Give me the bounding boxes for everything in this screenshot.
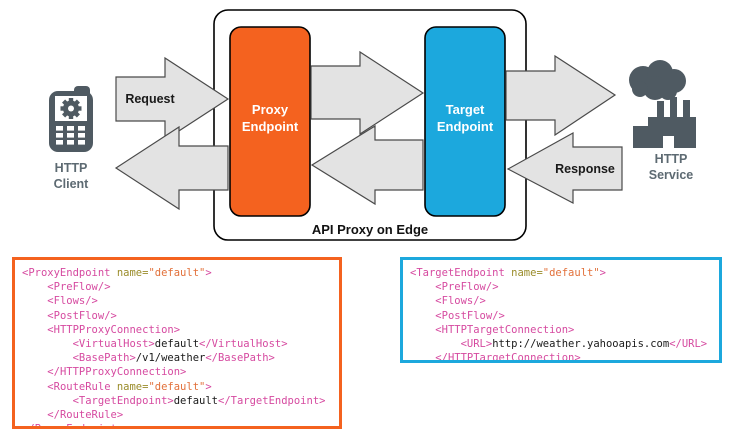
gear-icon <box>60 98 82 119</box>
code-token-tag: <PostFlow/> <box>435 309 505 322</box>
code-token-tag: <URL> <box>460 337 493 350</box>
code-token-tag: <PreFlow/> <box>435 281 499 294</box>
proxy-endpoint-label-line1: Proxy <box>252 102 289 117</box>
code-token-text <box>410 295 435 307</box>
code-token-tag: <TargetEndpoint> <box>72 394 174 407</box>
code-token-tag: > <box>599 267 606 279</box>
code-token-tag: > <box>205 267 212 279</box>
code-line: </RouteRule> <box>22 408 331 422</box>
code-token-text <box>410 352 435 360</box>
client-response-arrow <box>114 125 229 211</box>
code-token-text <box>410 281 435 293</box>
code-token-text <box>410 338 461 350</box>
target-endpoint-code-block: <TargetEndpoint name="default"> <PreFlow… <box>400 257 722 363</box>
code-token-tag: </HTTPProxyConnection> <box>47 366 187 379</box>
http-service-caption-line2: Service <box>649 168 694 182</box>
architecture-diagram: Request Proxy Endpoint Target Endpoint R… <box>49 9 696 241</box>
api-proxy-container-label: API Proxy on Edge <box>312 222 428 237</box>
code-token-text <box>410 310 435 322</box>
code-token-text <box>22 381 47 393</box>
code-token-text: default <box>154 337 200 350</box>
code-token-tag: </URL> <box>669 337 708 350</box>
code-line: </HTTPTargetConnection> <box>410 351 711 363</box>
target-to-proxy-arrow <box>310 124 424 206</box>
code-token-text <box>22 281 47 293</box>
proxy-endpoint-node: Proxy Endpoint <box>229 26 311 217</box>
code-token-tag: <RouteRule <box>47 380 117 393</box>
target-endpoint-label-line1: Target <box>446 102 485 117</box>
code-token-attr: name= <box>511 267 543 279</box>
proxy-to-target-arrow <box>310 50 425 136</box>
target-endpoint-label-line2: Endpoint <box>437 119 494 134</box>
code-line: <ProxyEndpoint name="default"> <box>22 266 331 280</box>
code-token-val: "default" <box>148 267 206 279</box>
code-token-text <box>22 295 47 307</box>
code-line: <TargetEndpoint name="default"> <box>410 266 711 280</box>
code-token-tag: </BasePath> <box>205 352 275 365</box>
http-client-caption-line2: Client <box>54 177 90 191</box>
code-line: <Flows/> <box>410 294 711 308</box>
code-token-text <box>410 324 435 336</box>
code-line: <HTTPTargetConnection> <box>410 323 711 337</box>
code-line: <PreFlow/> <box>22 280 331 294</box>
code-token-tag: <TargetEndpoint <box>410 267 512 279</box>
proxy-endpoint-label-line2: Endpoint <box>242 119 299 134</box>
code-token-tag: </HTTPTargetConnection> <box>435 352 581 363</box>
response-arrow: Response <box>506 131 623 204</box>
code-token-tag: <PostFlow/> <box>47 309 117 322</box>
code-token-text <box>22 324 47 336</box>
code-token-tag: <VirtualHost> <box>72 337 155 350</box>
code-token-tag: <PreFlow/> <box>47 281 111 294</box>
http-client-icon <box>49 86 93 152</box>
code-line: <URL>http://weather.yahooapis.com</URL> <box>410 337 711 351</box>
http-client-caption-line1: HTTP <box>55 161 88 175</box>
code-line: <RouteRule name="default"> <box>22 380 331 394</box>
code-token-tag: <HTTPTargetConnection> <box>435 323 575 336</box>
code-token-tag: </RouteRule> <box>47 408 124 421</box>
code-line: <PreFlow/> <box>410 280 711 294</box>
http-service-caption-line1: HTTP <box>655 152 688 166</box>
code-token-tag: <Flows/> <box>435 295 486 308</box>
code-token-tag: <Flows/> <box>47 295 98 308</box>
code-token-tag: <HTTPProxyConnection> <box>47 323 181 336</box>
code-token-val: "default" <box>148 380 206 393</box>
code-token-attr: name= <box>116 267 149 279</box>
code-token-text <box>22 352 73 364</box>
code-line: <PostFlow/> <box>22 309 331 323</box>
code-token-text: http://weather.yahooapis.com <box>492 337 670 350</box>
code-token-text <box>22 409 47 421</box>
code-token-text <box>22 310 47 322</box>
code-line: </HTTPProxyConnection> <box>22 365 331 379</box>
request-arrow: Request <box>115 56 230 142</box>
code-token-tag: > <box>205 380 212 393</box>
code-line: <VirtualHost>default</VirtualHost> <box>22 337 331 351</box>
code-line: <BasePath>/v1/weather</BasePath> <box>22 351 331 365</box>
code-token-text: /v1/weather <box>135 352 206 365</box>
code-token-text <box>22 395 73 407</box>
code-token-text: default <box>173 394 218 407</box>
code-token-text <box>22 338 73 350</box>
code-line: </ProxyEndpoint> <box>22 422 331 426</box>
code-line: <PostFlow/> <box>410 309 711 323</box>
http-service-icon <box>629 60 696 148</box>
code-token-text <box>22 366 47 378</box>
request-arrow-label: Request <box>125 92 175 106</box>
code-token-tag: <BasePath> <box>72 352 136 365</box>
code-token-tag: </ProxyEndpoint> <box>22 423 123 426</box>
code-line: <HTTPProxyConnection> <box>22 323 331 337</box>
code-token-tag: </VirtualHost> <box>199 337 288 350</box>
code-token-val: "default" <box>542 267 600 279</box>
code-token-tag: </TargetEndpoint> <box>218 394 326 407</box>
code-token-tag: <ProxyEndpoint <box>22 267 117 279</box>
code-token-attr: name= <box>116 380 149 393</box>
target-endpoint-node: Target Endpoint <box>424 26 506 217</box>
code-line: <TargetEndpoint>default</TargetEndpoint> <box>22 394 331 408</box>
smoke-cloud-icon <box>629 60 686 100</box>
proxy-endpoint-code-block: <ProxyEndpoint name="default"> <PreFlow/… <box>12 257 342 429</box>
target-to-service-arrow <box>505 54 617 137</box>
response-arrow-label: Response <box>555 162 615 176</box>
code-line: <Flows/> <box>22 294 331 308</box>
